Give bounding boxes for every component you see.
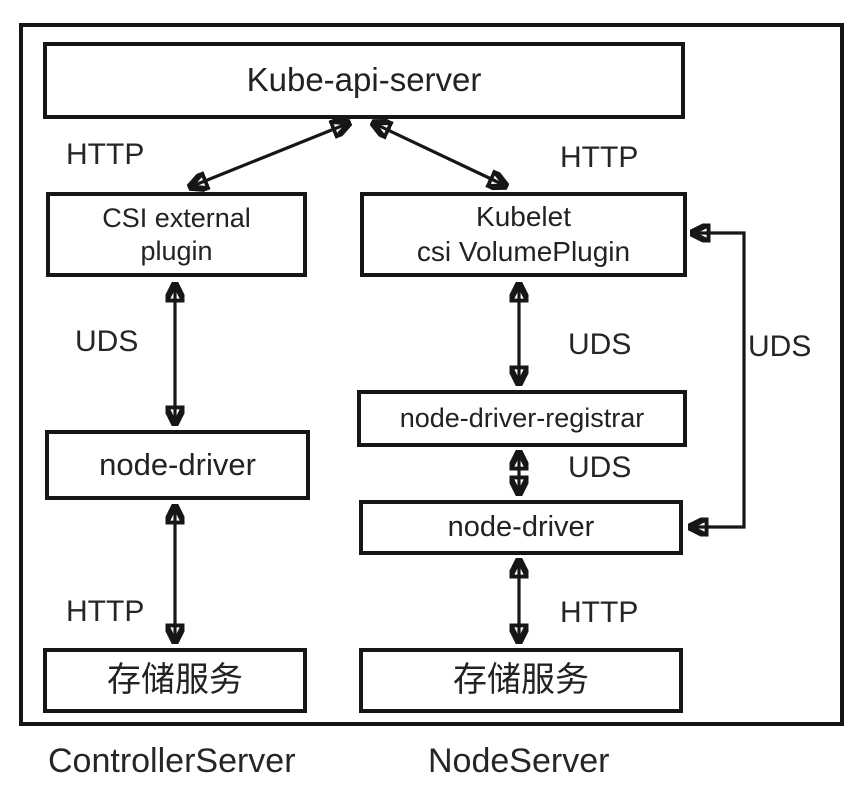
storage-service-left-box: 存储服务 — [43, 648, 307, 713]
http-label-right-top: HTTP — [560, 141, 639, 174]
http-label-right-bottom: HTTP — [560, 596, 639, 629]
node-driver-left-box: node-driver — [45, 430, 310, 500]
kubelet-box: Kubelet csi VolumePlugin — [360, 192, 687, 277]
http-label-left-bottom: HTTP — [66, 595, 145, 628]
kubelet-label-line1: Kubelet — [476, 201, 571, 233]
node-driver-right-box: node-driver — [359, 500, 683, 555]
kubelet-label-line2: csi VolumePlugin — [416, 235, 631, 267]
uds-label-kubelet-registrar: UDS — [568, 328, 632, 361]
node-driver-right-label: node-driver — [447, 510, 595, 543]
node-driver-registrar-box: node-driver-registrar — [357, 390, 687, 447]
kube-api-server-box: Kube-api-server — [43, 42, 685, 119]
storage-service-left-label: 存储服务 — [107, 660, 243, 699]
uds-label-right-bypass: UDS — [748, 330, 812, 363]
csi-external-plugin-label-line1: CSI external — [102, 202, 251, 233]
node-driver-left-label: node-driver — [99, 447, 256, 483]
storage-service-right-box: 存储服务 — [359, 648, 683, 713]
csi-external-plugin-box: CSI external plugin — [46, 192, 307, 277]
uds-label-registrar-driver: UDS — [568, 451, 632, 484]
node-driver-registrar-label: node-driver-registrar — [399, 403, 645, 434]
controller-server-caption: ControllerServer — [48, 742, 296, 780]
kube-api-server-label: Kube-api-server — [246, 61, 482, 99]
node-server-caption: NodeServer — [428, 742, 610, 780]
csi-external-plugin-label-line2: plugin — [140, 235, 213, 266]
storage-service-right-label: 存储服务 — [453, 660, 589, 699]
uds-label-left: UDS — [75, 325, 139, 358]
http-label-left-top: HTTP — [66, 138, 145, 171]
